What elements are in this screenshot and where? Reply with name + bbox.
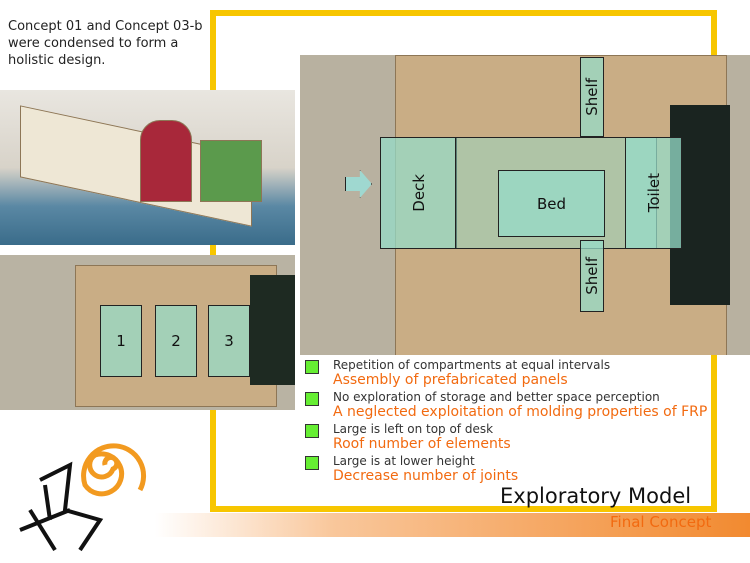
bullet-square-icon (305, 456, 319, 470)
bullet-text-overlay: Roof number of elements (333, 436, 511, 452)
bullet-list: Repetition of compartments at equal inte… (305, 358, 707, 486)
list-item: No exploration of storage and better spa… (305, 390, 707, 420)
bullet-text: Large is left on top of desk (333, 422, 494, 436)
list-item: Repetition of compartments at equal inte… (305, 358, 707, 388)
bullet-square-icon (305, 424, 319, 438)
opening (250, 275, 295, 385)
model-photo-final: Deck Bed Toilet Shelf Shelf (300, 55, 750, 355)
bullet-text: Repetition of compartments at equal inte… (333, 358, 611, 372)
compartment-3: 3 (208, 305, 250, 377)
slide-subtitle: Final Concept (610, 513, 712, 531)
intro-text: Concept 01 and Concept 03-b were condens… (8, 19, 203, 68)
bullet-text-overlay: Assembly of prefabricated panels (333, 372, 568, 388)
shelf-bottom-label: Shelf (583, 257, 601, 295)
spiral-logo-icon (19, 443, 147, 552)
compartment-2: 2 (155, 305, 197, 377)
bullet-text-overlay: A neglected exploitation of molding prop… (333, 404, 708, 420)
arrow-icon (345, 170, 372, 198)
bed-label: Bed (498, 170, 605, 237)
bullet-text: Large is at lower height (333, 454, 475, 468)
toilet-label: Toilet (644, 173, 663, 213)
slide-title: Exploratory Model (500, 484, 692, 508)
bullet-text-overlay: Decrease number of joints (333, 468, 519, 484)
model-photo-compartments: 1 2 3 (0, 255, 295, 410)
bullet-square-icon (305, 360, 319, 374)
model-photo-concepts (0, 90, 295, 245)
deck-label: Deck (409, 174, 428, 212)
orange-gradient-bar (155, 513, 750, 537)
shelf-top-label: Shelf (583, 78, 601, 116)
bullet-square-icon (305, 392, 319, 406)
compartment-1: 1 (100, 305, 142, 377)
bullet-text: No exploration of storage and better spa… (333, 390, 660, 404)
